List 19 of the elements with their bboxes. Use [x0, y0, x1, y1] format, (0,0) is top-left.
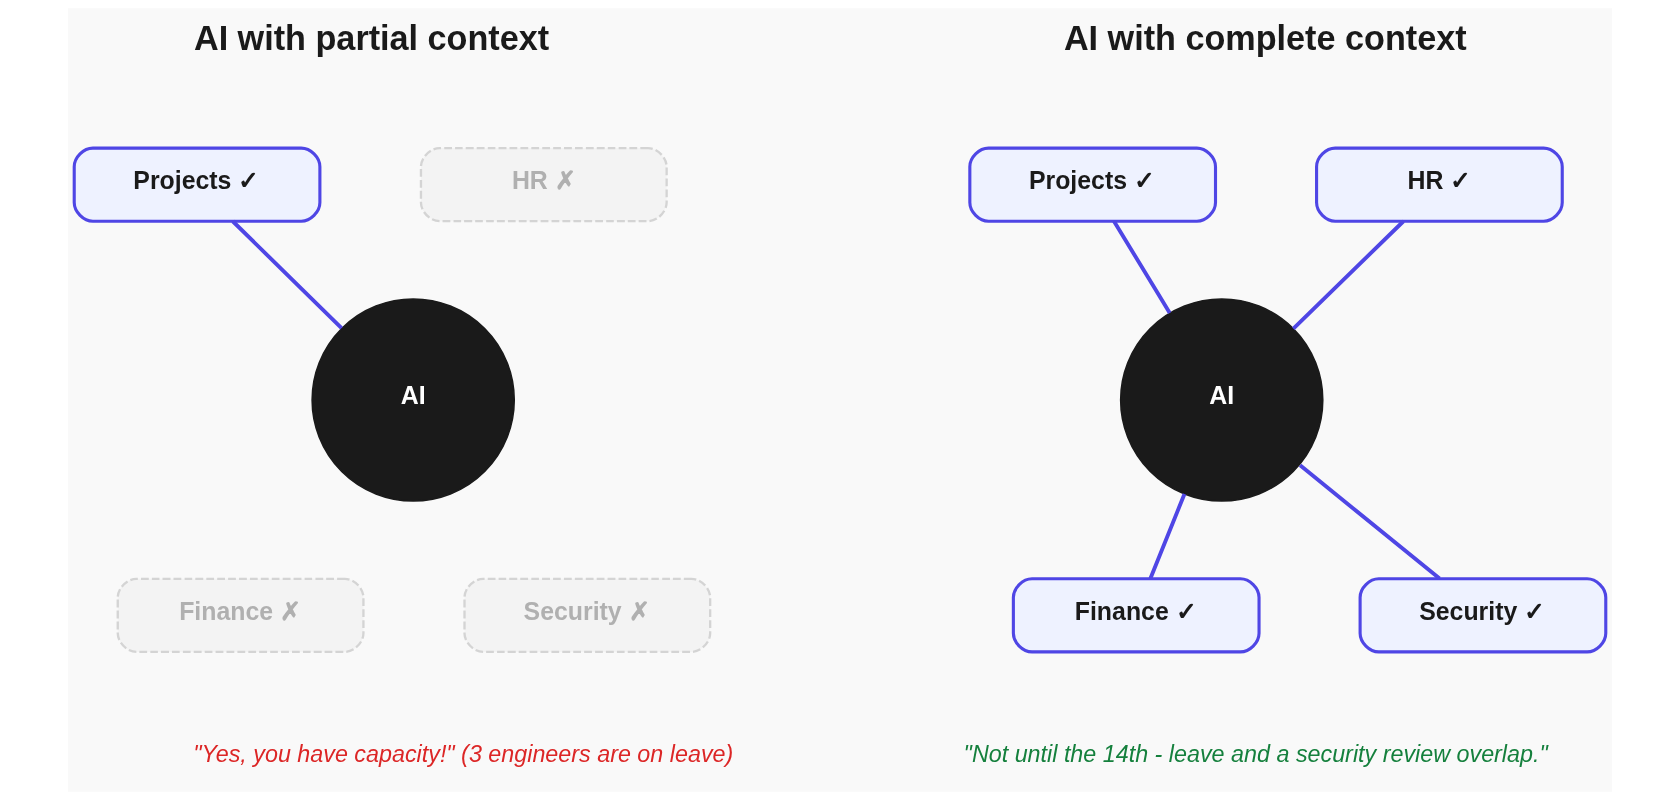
- label: AI with complete context: [1063, 18, 1467, 57]
- connector: [231, 219, 343, 330]
- node-box: Security ✓: [1358, 577, 1608, 654]
- node-box: Projects ✓: [72, 146, 322, 223]
- node-box: HR ✓: [1315, 146, 1564, 223]
- node-box: Finance ✗: [116, 577, 365, 654]
- node-box: Projects ✓: [968, 146, 1218, 223]
- label: "Yes, you have capacity!" (3 engineers are on leave): [193, 740, 734, 767]
- node-box: Finance ✓: [1011, 577, 1261, 654]
- node-circle: AI: [311, 298, 516, 502]
- node-box: HR ✗: [419, 146, 668, 223]
- node-circle: AI: [1119, 298, 1324, 502]
- connector: [1112, 220, 1172, 314]
- label: "Not until the 14th - leave and a security review overlap.": [963, 740, 1548, 767]
- connector: [1298, 463, 1441, 581]
- label: AI with partial context: [193, 18, 550, 57]
- connector: [1292, 219, 1405, 330]
- connector: [1148, 493, 1187, 580]
- node-box: Security ✗: [463, 577, 712, 654]
